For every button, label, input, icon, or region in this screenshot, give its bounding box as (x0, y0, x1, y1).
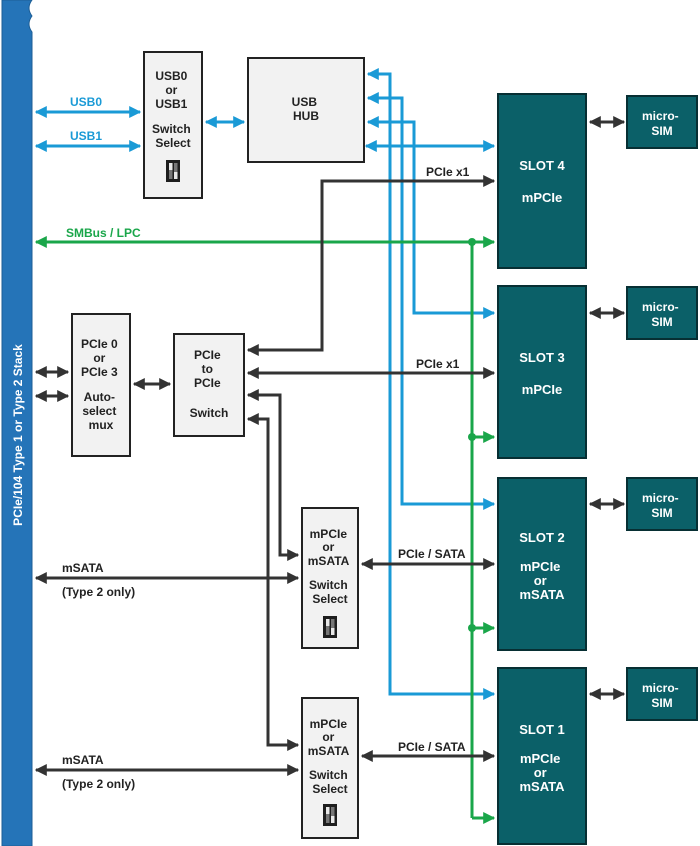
slot-4: SLOT 4 mPCIe (497, 93, 587, 269)
slot-3: SLOT 3 mPCIe (497, 285, 587, 459)
sim-line: micro- (642, 491, 679, 505)
box-line: Select (312, 782, 347, 796)
box-line: mPCIe (310, 527, 348, 541)
svg-text:micro- SIM: micro- SIM (642, 109, 682, 138)
svg-text:micro- SIM: micro- SIM (642, 681, 682, 710)
pcie-x1-slot4-label: PCIe x1 (426, 165, 470, 179)
slot-1: SLOT 1 mPCIe or mSATA (497, 667, 587, 845)
slot-2: SLOT 2 mPCIe or mSATA (497, 477, 587, 651)
svg-text:mPCIe or mSATA: mPCIe or mSATA (519, 751, 565, 794)
sim-line: SIM (651, 124, 672, 138)
box-line: mSATA (308, 744, 350, 758)
svg-text:PCIe 0 or PCIe 3: PCIe 0 or PCIe 3 Auto- select mux (81, 337, 121, 432)
svg-text:USB0 or USB1: USB0 or USB1 Switch Select (152, 69, 194, 150)
box-line: Switch (190, 406, 229, 420)
junction-dot (468, 433, 476, 441)
box-line: Switch (309, 768, 348, 782)
micro-sim-slot3: micro- SIM (626, 286, 698, 340)
slot-2-type-line: or (534, 573, 547, 588)
stack-bus-bar: PCIe/104 Type 1 or Type 2 Stack (1, 0, 33, 846)
box-line: PCIe (194, 376, 221, 390)
sata-select-lower-box: mPCIe or mSATA Switch Select (301, 697, 359, 839)
box-line: Switch (309, 578, 348, 592)
dip-switch-icon[interactable] (323, 804, 337, 826)
micro-sim-slot2: micro- SIM (626, 477, 698, 531)
svg-text:USB HUB: USB HUB (292, 95, 321, 123)
pcie-wiring (34, 116, 626, 776)
junction-dot (468, 624, 476, 632)
slot-1-type-line: mSATA (519, 779, 565, 794)
slot-4-type: mPCIe (522, 190, 562, 205)
sim-line: micro- (642, 300, 679, 314)
slot-2-type-line: mPCIe (520, 559, 560, 574)
svg-text:micro- SIM: micro- SIM (642, 491, 682, 520)
pcie-mux-box: PCIe 0 or PCIe 3 Auto- select mux (71, 313, 131, 457)
sim-line: SIM (651, 506, 672, 520)
box-line: Select (155, 136, 190, 150)
sata-select-upper-box: mPCIe or mSATA Switch Select (301, 507, 359, 649)
usb-hub-to-slot1-line (366, 68, 496, 700)
slot-2-title: SLOT 2 (519, 530, 565, 545)
pcie-sata-slot1-label: PCIe / SATA (398, 740, 466, 754)
switch-to-slot4-line (246, 175, 496, 356)
svg-text:mPCIe or mSATA: mPCIe or mSATA Switch Select (308, 717, 352, 796)
msata-upper-note: (Type 2 only) (62, 585, 135, 599)
box-line: or (165, 83, 177, 97)
pcie-switch-box: PCIe to PCIe Switch (173, 333, 245, 437)
svg-text:PCIe to PCIe: PCIe to PCIe Switch (190, 348, 229, 420)
box-line: or (322, 730, 334, 744)
box-line: Switch (152, 122, 191, 136)
junction-dot (468, 238, 476, 246)
box-line: HUB (293, 109, 319, 123)
msata-lower-note: (Type 2 only) (62, 777, 135, 791)
box-line: PCIe 0 (81, 337, 118, 351)
usb-hub-to-slot3-line (366, 116, 496, 319)
msata-upper-label: mSATA (62, 561, 104, 575)
box-line: PCIe (194, 348, 221, 362)
smbus-label: SMBus / LPC (66, 226, 141, 240)
switch-to-sata-select-lower-line (246, 413, 300, 751)
box-line: or (93, 351, 105, 365)
sim-line: SIM (651, 315, 672, 329)
box-line: mSATA (308, 554, 350, 568)
micro-sim-slot4: micro- SIM (626, 95, 698, 149)
box-line: USB1 (155, 97, 187, 111)
slot-2-type-line: mSATA (519, 587, 565, 602)
usb-hub-to-slot2-line (366, 92, 496, 510)
box-line: Auto- (84, 390, 115, 404)
box-line: to (202, 362, 213, 376)
dip-switch-icon[interactable] (166, 160, 180, 182)
slot-4-title: SLOT 4 (519, 158, 565, 173)
stack-label: PCIe/104 Type 1 or Type 2 Stack (11, 344, 25, 526)
slot-3-type: mPCIe (522, 382, 562, 397)
pcie-sata-slot2-label: PCIe / SATA (398, 547, 466, 561)
usb-select-box: USB0 or USB1 Switch Select (143, 51, 203, 199)
sim-line: micro- (642, 681, 679, 695)
slot-1-type-line: or (534, 765, 547, 780)
slot-1-title: SLOT 1 (519, 722, 565, 737)
usb1-label: USB1 (70, 129, 102, 143)
micro-sim-slot1: micro- SIM (626, 667, 698, 721)
box-line: mux (89, 418, 114, 432)
box-line: USB0 (155, 69, 187, 83)
box-line: mPCIe (310, 717, 348, 731)
box-line: select (82, 404, 116, 418)
box-line: PCIe 3 (81, 365, 118, 379)
slot-1-type-line: mPCIe (520, 751, 560, 766)
svg-text:mPCIe or mSATA: mPCIe or mSATA (519, 559, 565, 602)
box-line: USB (292, 95, 318, 109)
msata-lower-label: mSATA (62, 753, 104, 767)
sim-line: micro- (642, 109, 679, 123)
usb0-label: USB0 (70, 95, 102, 109)
usb-hub-box: USB HUB (247, 57, 365, 163)
svg-text:mPCIe or mSATA: mPCIe or mSATA Switch Select (308, 527, 352, 606)
pcie-x1-slot3-label: PCIe x1 (416, 357, 460, 371)
slot-3-title: SLOT 3 (519, 350, 565, 365)
box-line: Select (312, 592, 347, 606)
box-line: or (322, 540, 334, 554)
svg-text:micro- SIM: micro- SIM (642, 300, 682, 329)
sim-line: SIM (651, 696, 672, 710)
dip-switch-icon[interactable] (323, 616, 337, 638)
